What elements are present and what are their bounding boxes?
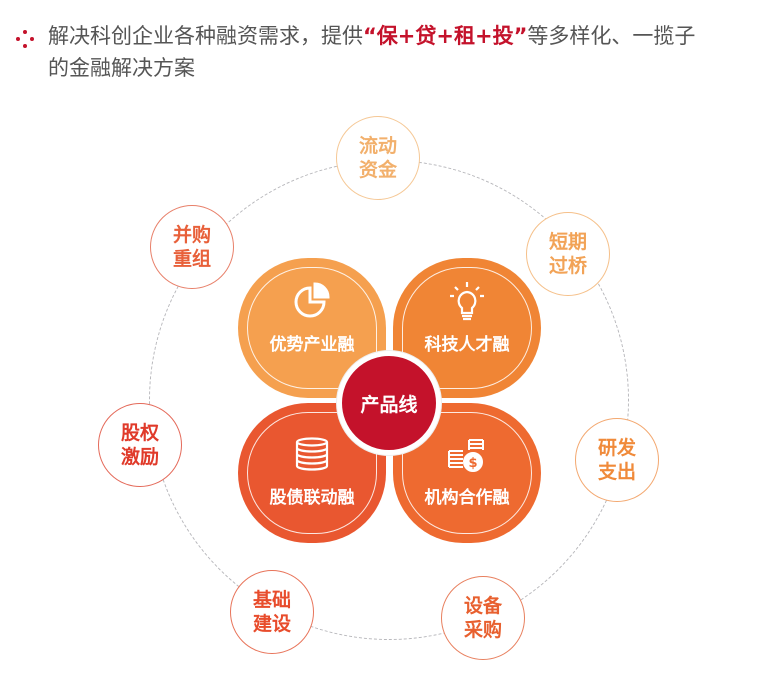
lightbulb-icon (450, 282, 484, 321)
svg-text:$: $ (468, 456, 477, 471)
outer-node-bridge-loan: 短期过桥 (526, 212, 610, 296)
outer-node-mna: 并购重组 (150, 205, 234, 289)
pie-chart-icon (294, 282, 330, 318)
header-highlight: “保+贷+租+投” (363, 24, 528, 48)
dots-bullet-icon (16, 30, 34, 48)
center-product-line: 产品线 (337, 351, 441, 455)
petal-label: 科技人才融 (424, 335, 510, 355)
coin-stack-icon (295, 437, 329, 471)
petal-label: 机构合作融 (424, 488, 510, 508)
outer-node-rnd-spending: 研发支出 (575, 418, 659, 502)
outer-node-infrastructure: 基础建设 (230, 570, 314, 654)
header-text: 解决科创企业各种融资需求，提供“保+贷+租+投”等多样化、一揽子 的金融解决方案 (48, 20, 748, 84)
header-line2: 的金融解决方案 (48, 56, 195, 80)
dollar-coins-icon: $ (448, 439, 484, 472)
header-line1-prefix: 解决科创企业各种融资需求，提供 (48, 24, 363, 48)
outer-node-working-capital: 流动资金 (336, 116, 420, 200)
outer-node-equipment-purchase: 设备采购 (441, 576, 525, 660)
outer-node-equity-incentive: 股权激励 (98, 403, 182, 487)
header-line1-suffix: 等多样化、一揽子 (527, 24, 696, 48)
petal-label: 优势产业融 (269, 335, 355, 355)
petal-label: 股债联动融 (269, 488, 355, 508)
center-label: 产品线 (360, 393, 418, 416)
